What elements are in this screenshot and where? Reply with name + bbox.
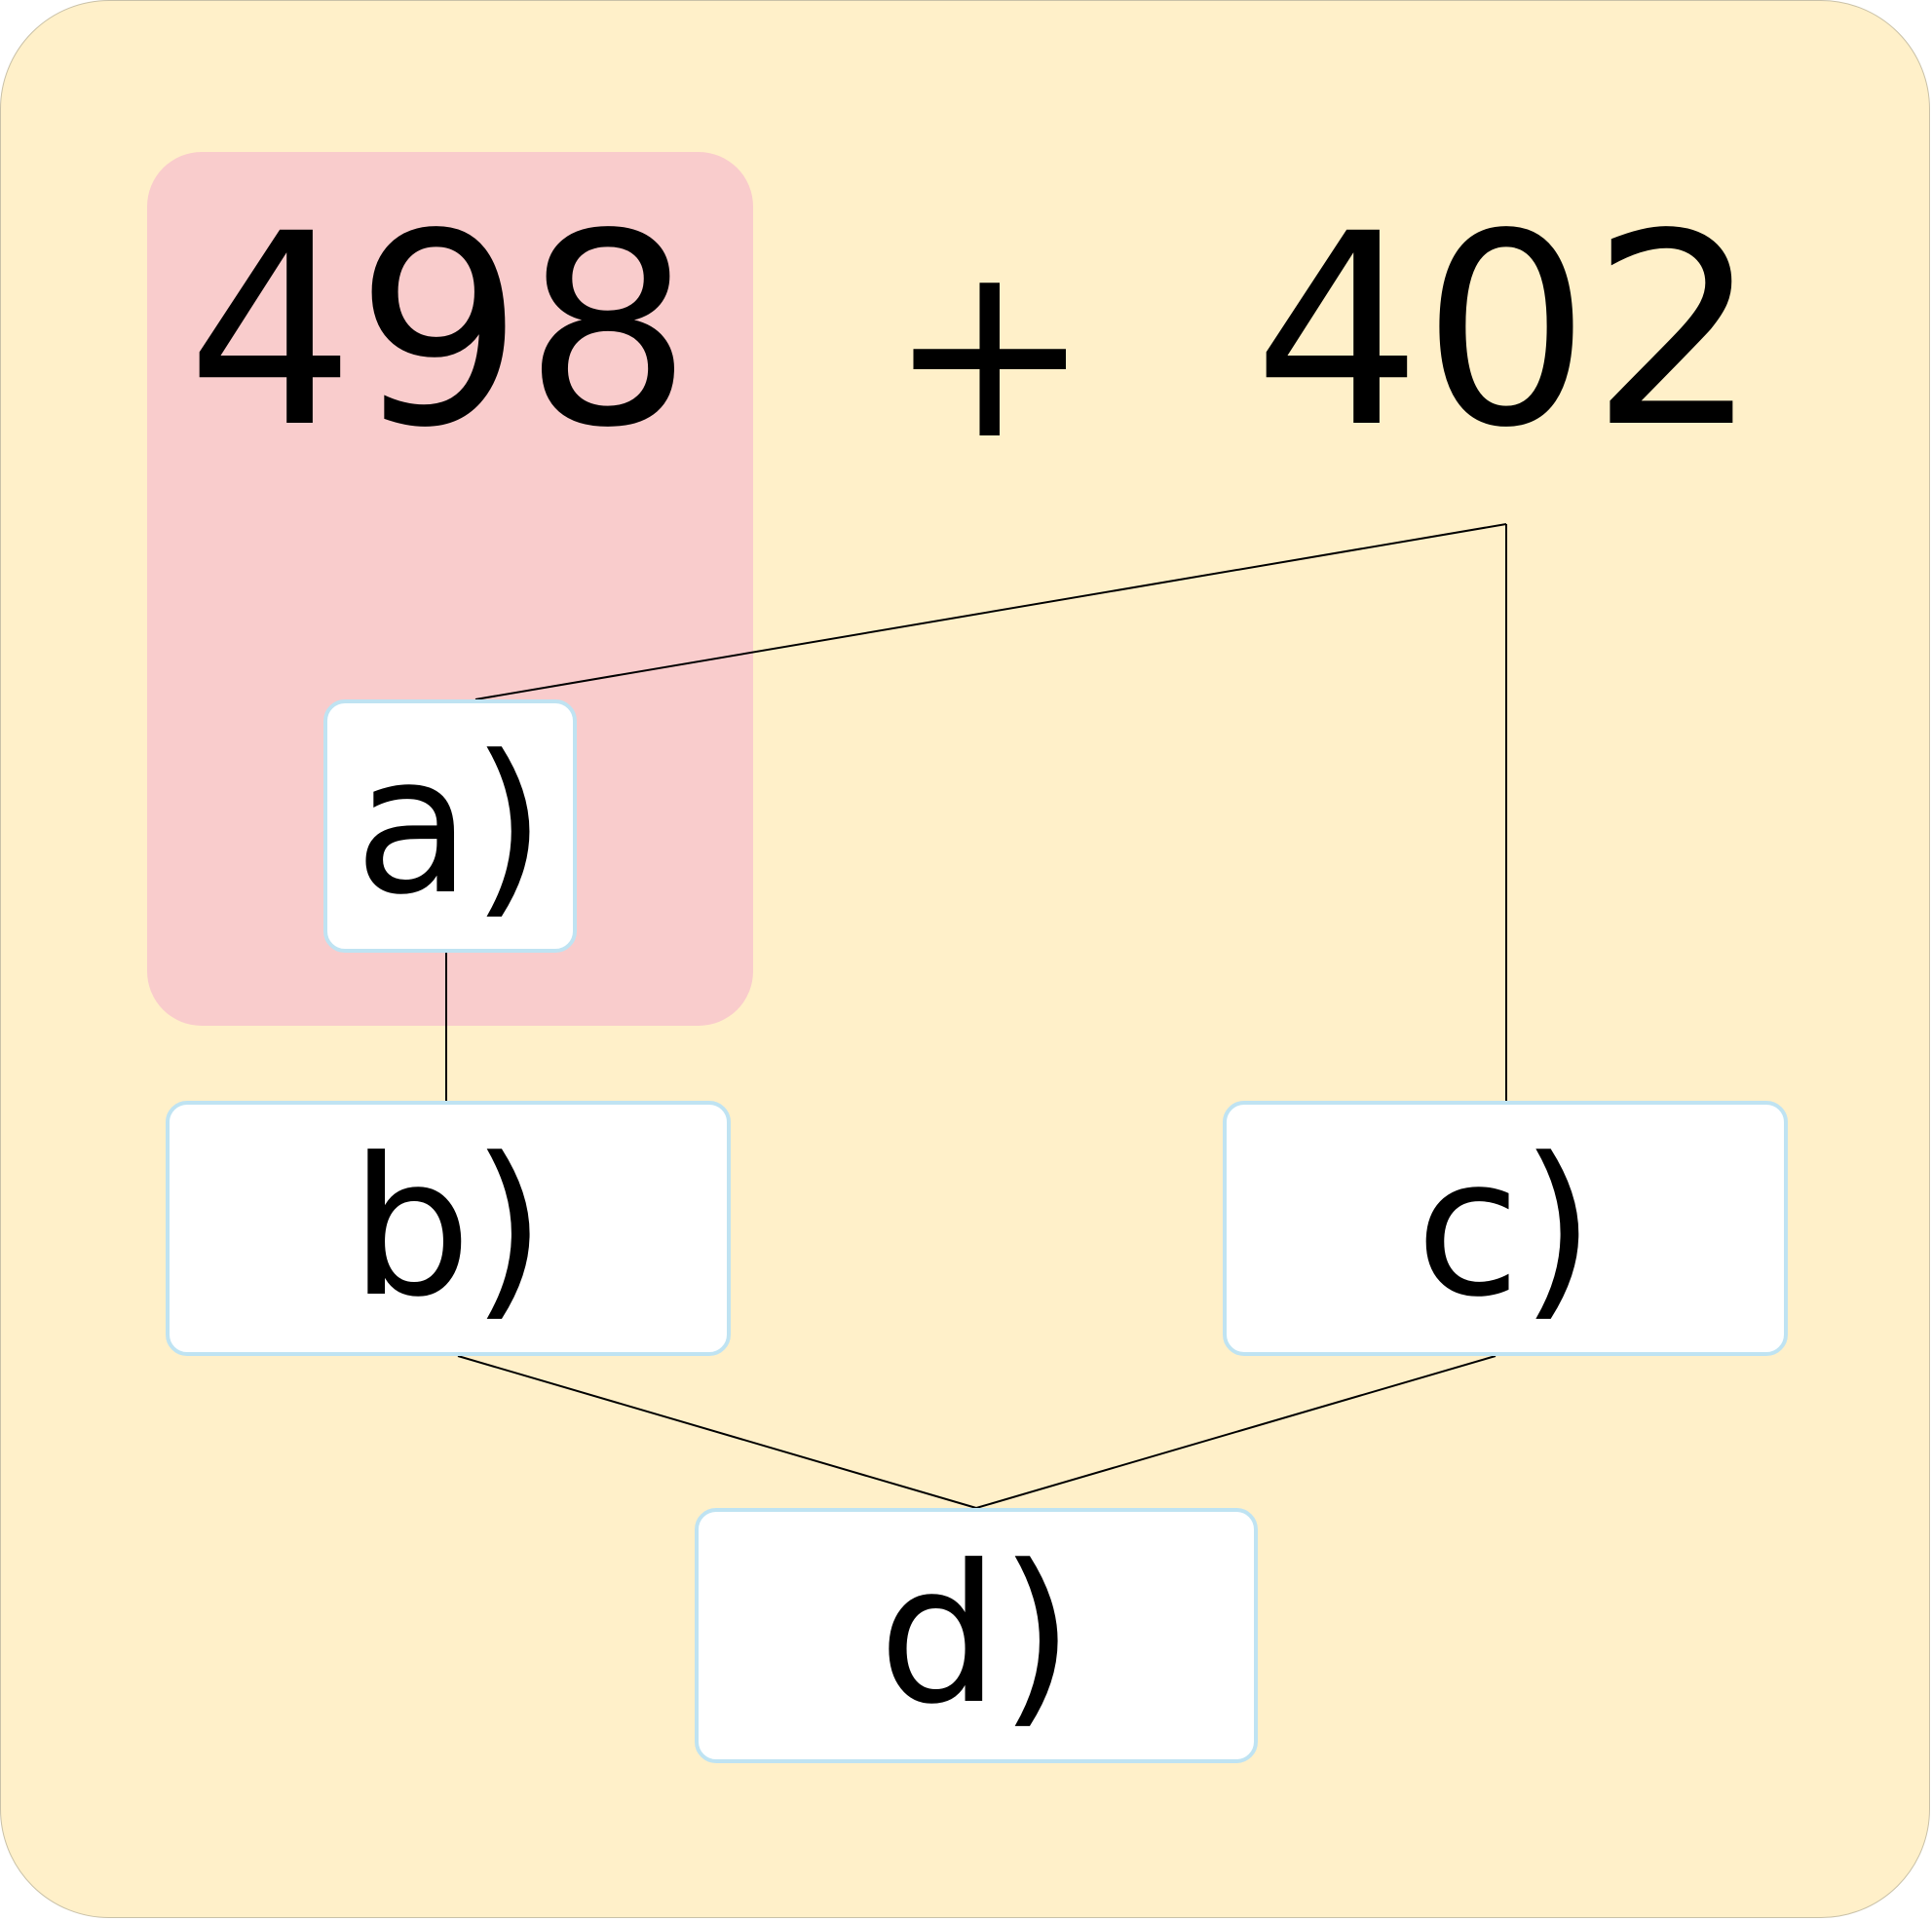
answer-box-b-label: b) <box>350 1117 547 1339</box>
answer-box-d[interactable]: d) <box>695 1508 1258 1763</box>
connector-c-to-a <box>474 523 1507 700</box>
answer-box-d-label: d) <box>878 1525 1075 1747</box>
answer-box-a-label: a) <box>354 715 547 937</box>
answer-box-b[interactable]: b) <box>166 1101 731 1356</box>
answer-box-c[interactable]: c) <box>1223 1101 1788 1356</box>
right-operand: 402 <box>1253 178 1760 486</box>
connector-c-to-d <box>975 1355 1496 1509</box>
connector-b-to-d <box>457 1355 977 1509</box>
answer-box-c-label: c) <box>1415 1117 1596 1339</box>
answer-box-a[interactable]: a) <box>323 699 577 953</box>
plus-operator: + <box>888 209 1092 493</box>
left-operand: 498 <box>186 178 693 486</box>
